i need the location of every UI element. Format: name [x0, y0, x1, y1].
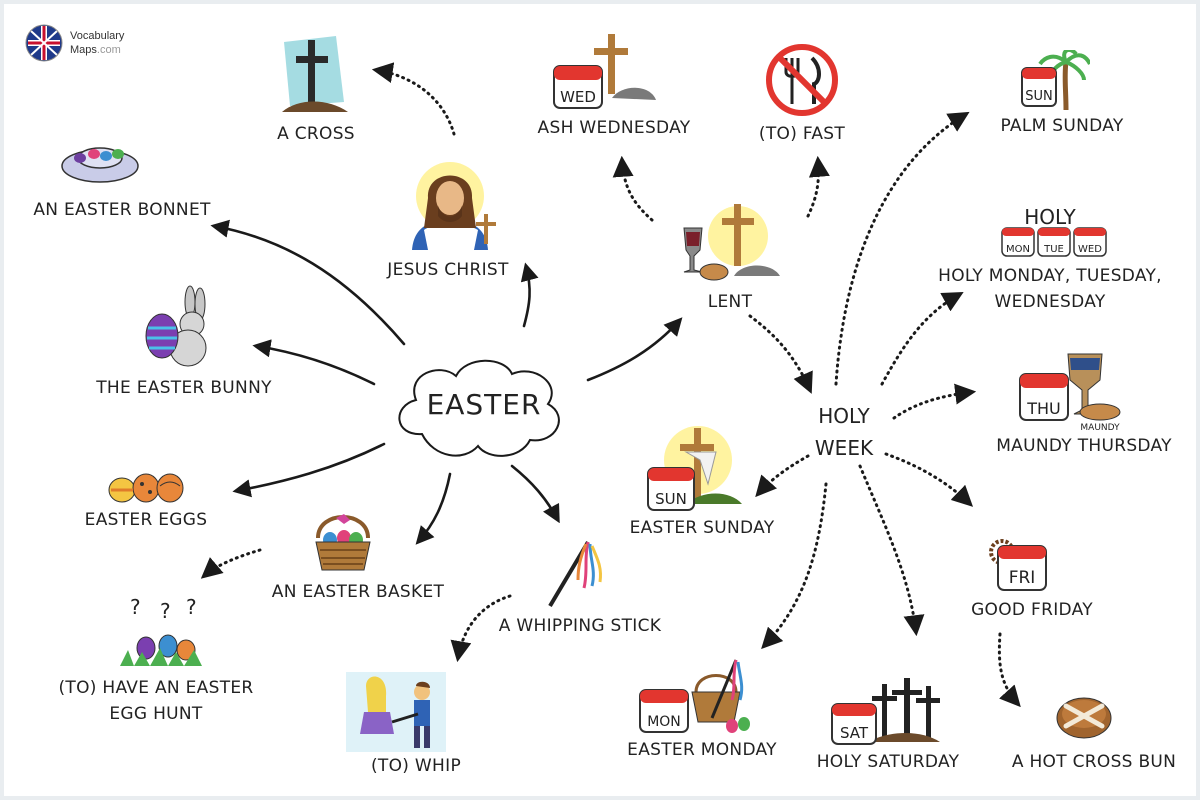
dotted-to-holy-mtw [880, 291, 964, 386]
label-holy-mtw-line2[interactable]: WEDNESDAY [994, 292, 1106, 312]
arrow-to-easter-bonnet [210, 219, 406, 346]
lent-icon [683, 204, 780, 281]
label-maundy-thursday[interactable]: MAUNDY THURSDAY [996, 436, 1172, 456]
svg-text:?: ? [130, 596, 141, 619]
hot-cross-bun-icon [1056, 697, 1112, 739]
label-lent[interactable]: LENT [707, 292, 753, 312]
label-egg-hunt-line1[interactable]: (TO) HAVE AN EASTER [58, 678, 254, 698]
easter-monday-icon: MON [639, 659, 750, 733]
label-easter-bunny[interactable]: THE EASTER BUNNY [96, 378, 272, 398]
label-whip[interactable]: (TO) WHIP [371, 756, 461, 776]
label-easter-monday[interactable]: EASTER MONDAY [627, 740, 777, 760]
dotted-to-cross [371, 62, 456, 136]
arrow-to-eggs [232, 442, 386, 498]
thu-tag: THU [1026, 399, 1061, 418]
easter-basket-icon [315, 514, 371, 571]
holy-saturday-icon: SAT [831, 678, 940, 745]
tue-tag: TUE [1043, 244, 1064, 255]
dotted-to-good-friday [884, 452, 974, 507]
palm-sunday-icon: SUN [1021, 50, 1090, 110]
palm-sunday-calendar-tag: SUN [1025, 89, 1053, 104]
mon-tag: MON [1006, 244, 1030, 255]
wed-tag: WED [1078, 244, 1102, 255]
jesus-christ-icon [412, 162, 496, 250]
cross-on-hill-icon [282, 36, 348, 112]
mind-map-canvas: Vocabulary Maps.com [4, 4, 1196, 796]
label-fast[interactable]: (TO) FAST [758, 124, 846, 144]
ash-wednesday-calendar-tag: WED [560, 88, 596, 106]
dotted-to-easter-sunday [755, 454, 810, 498]
svg-text:?: ? [186, 596, 197, 619]
dotted-to-holy-saturday [858, 464, 925, 637]
arrow-to-bunny [252, 339, 376, 386]
dotted-good-friday-to-bun [997, 632, 1021, 708]
arrow-to-basket [415, 472, 452, 545]
label-a-cross[interactable]: A CROSS [277, 124, 355, 144]
mon2-tag: MON [647, 714, 681, 730]
label-easter-bonnet[interactable]: AN EASTER BONNET [33, 200, 211, 220]
whip-scene-icon [346, 672, 446, 752]
sun-tag: SUN [655, 490, 687, 508]
holy-week-hub[interactable]: HOLY WEEK [804, 400, 884, 464]
label-holy-mtw-line1[interactable]: HOLY MONDAY, TUESDAY, [938, 266, 1162, 286]
maundy-thursday-icon: THU MAUNDY [1019, 353, 1121, 433]
fri-tag: FRI [1009, 568, 1036, 588]
egg-hunt-icon: ? ? ? [120, 596, 202, 666]
label-jesus-christ[interactable]: JESUS CHRIST [387, 260, 509, 280]
dotted-lent-to-holy-week [748, 314, 813, 394]
easter-cloud-shape [398, 359, 560, 457]
easter-bunny-icon [145, 285, 207, 367]
label-ash-wednesday[interactable]: ASH WEDNESDAY [537, 118, 691, 138]
label-palm-sunday[interactable]: PALM SUNDAY [1000, 116, 1124, 136]
easter-sunday-icon: SUN [647, 426, 742, 511]
easter-eggs-icon [108, 473, 184, 503]
easter-bonnet-icon [61, 147, 139, 183]
ash-wednesday-icon: WED [553, 34, 656, 109]
good-friday-icon: FRI [989, 539, 1047, 591]
holy-mon-tue-wed-icon: HOLY MON TUE WED [1001, 205, 1107, 257]
center-node-label[interactable]: EASTER [426, 388, 542, 421]
svg-text:?: ? [160, 599, 171, 623]
dotted-to-egg-hunt [200, 548, 262, 579]
dotted-to-maundy [892, 383, 977, 420]
label-good-friday[interactable]: GOOD FRIDAY [971, 600, 1093, 620]
no-food-icon [766, 44, 838, 116]
logo-line2-suffix: .com [96, 44, 121, 56]
label-easter-eggs[interactable]: EASTER EGGS [84, 510, 208, 530]
sat-tag: SAT [840, 724, 869, 742]
label-easter-basket[interactable]: AN EASTER BASKET [271, 582, 445, 602]
arrow-to-lent [586, 317, 683, 382]
label-holy-saturday[interactable]: HOLY SATURDAY [816, 752, 960, 772]
vocabulary-maps-logo[interactable]: Vocabulary Maps.com [24, 22, 144, 66]
arrow-to-whipping-stick [510, 464, 560, 524]
dotted-to-palm-sunday [834, 111, 970, 386]
holy-week-line1: HOLY [818, 404, 870, 428]
whipping-stick-icon [548, 540, 602, 608]
brain-flag-icon [25, 24, 63, 62]
connector-layer [200, 62, 1021, 708]
dotted-to-fast [806, 155, 830, 218]
maundy-tag: MAUNDY [1080, 423, 1120, 433]
label-whipping-stick[interactable]: A WHIPPING STICK [498, 616, 662, 636]
label-hot-cross-bun[interactable]: A HOT CROSS BUN [1011, 752, 1177, 772]
logo-line1: Vocabulary [70, 30, 125, 42]
label-egg-hunt-line2[interactable]: EGG HUNT [109, 704, 203, 724]
logo-line2-main: Maps [70, 44, 97, 56]
dotted-to-easter-monday [761, 482, 828, 650]
logo-line2: Maps.com [70, 44, 121, 56]
holy-week-line2: WEEK [814, 436, 874, 460]
label-easter-sunday[interactable]: EASTER SUNDAY [629, 518, 775, 538]
arrow-to-jesus [520, 262, 539, 328]
holy-tag: HOLY [1024, 205, 1076, 229]
dotted-to-whip [450, 594, 512, 663]
dotted-to-ash-wednesday [612, 155, 654, 222]
